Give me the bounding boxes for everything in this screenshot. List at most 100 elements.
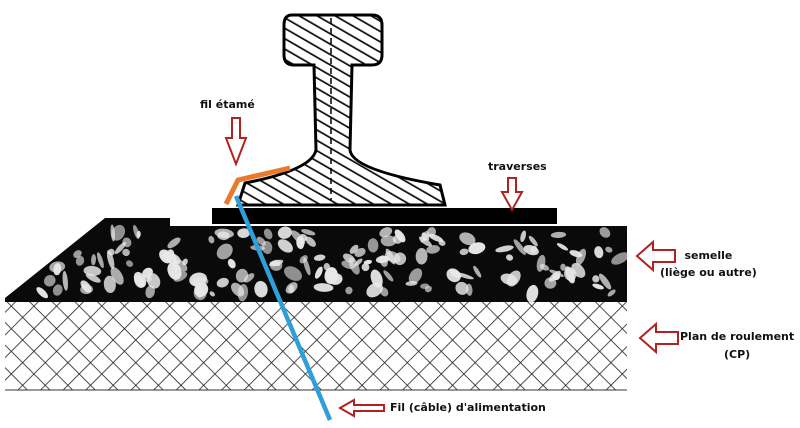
ballast-stone (392, 234, 403, 244)
ballast-stone (91, 254, 97, 266)
ballast-stone (408, 268, 423, 284)
label-sleepers: traverses (488, 160, 547, 173)
ballast-stone (126, 260, 134, 267)
ballast-stone (270, 259, 283, 271)
ballast-stone (592, 283, 604, 290)
ballast-stone (193, 286, 207, 301)
ballast-stone (243, 273, 255, 283)
ballast-stone (237, 283, 249, 302)
tinned-wire (223, 165, 291, 206)
label-feed-wire: Fil (câble) d'alimentation (390, 401, 546, 414)
ballast-stone (528, 235, 538, 247)
ballast-stone (216, 243, 233, 260)
ballast-stone (254, 280, 268, 298)
ballast-stone (592, 275, 600, 283)
ballast-stone (263, 228, 273, 240)
ballast-stone (217, 231, 230, 241)
ballast-stone (520, 230, 527, 243)
ballast-stone (96, 252, 104, 269)
ballast-stone (594, 246, 604, 259)
ballast-stone (314, 266, 323, 279)
ballast-stone (607, 289, 616, 297)
ballast-stone (379, 227, 393, 238)
label-sole: semelle (liège ou autre) (660, 247, 757, 281)
ballast-stone (313, 254, 326, 261)
ballast-stone (172, 253, 178, 274)
ballast-stone (328, 273, 343, 285)
ballast-stone (283, 266, 302, 281)
ballast-stone (599, 227, 611, 238)
ballast-stone (144, 275, 152, 282)
ballast-stone (500, 273, 518, 286)
sleeper-plate (212, 208, 557, 224)
ballast-stone (426, 245, 440, 254)
ballast-stone (415, 248, 428, 265)
ballast-stone (36, 287, 48, 299)
ballast-stone (611, 252, 629, 265)
ballast-stone (110, 224, 116, 242)
ballast-stone (571, 262, 586, 278)
ballast-stone (459, 232, 476, 246)
ballast-stone (345, 286, 353, 295)
ballast-stone (536, 254, 546, 272)
label-tinned-wire: fil étamé (200, 98, 255, 111)
ballast-stone (235, 268, 249, 283)
ballast-stone (301, 229, 316, 236)
ballast-stone (81, 283, 89, 290)
ballast-stone (173, 271, 188, 282)
ballast-stone (420, 283, 430, 289)
ballast-stone (473, 265, 482, 278)
ballast-stone (110, 267, 124, 285)
ballast-stone (361, 263, 370, 272)
ballast-stone (526, 284, 539, 303)
ballast-stone (449, 269, 462, 279)
ballast-stone (296, 236, 305, 250)
ballast-stone (44, 275, 56, 287)
ballast-stone (75, 255, 85, 266)
ballast-stone (106, 250, 115, 269)
ballast-stone (237, 228, 250, 238)
ballast-stone (366, 282, 383, 298)
ballast-stone (73, 250, 82, 258)
ballast-stone (379, 255, 388, 267)
ballast-stone (385, 248, 396, 265)
ballast-stone (208, 235, 215, 244)
ballast-stone (459, 248, 469, 256)
label-sole-line1: semelle (684, 249, 733, 262)
arrow-left-icon (635, 239, 676, 273)
ballast-stone (108, 248, 115, 256)
ballast-stone (550, 231, 567, 238)
ballast-stone (598, 273, 612, 290)
ballast-stone (191, 277, 209, 287)
rail-profile (235, 13, 447, 207)
ballast-stone (133, 271, 147, 288)
ballast-stone (277, 226, 292, 239)
arrow-down-icon (224, 117, 248, 167)
ballast-stone (418, 236, 432, 247)
ballast-stone (380, 235, 397, 247)
ballast-stone (495, 245, 514, 253)
ballast-stone (52, 284, 63, 296)
ballast-stone (393, 252, 407, 266)
ballast-stone (421, 232, 430, 241)
ballast-stone (303, 257, 311, 276)
ballast-stone (568, 274, 576, 283)
ballast-stone (575, 248, 587, 266)
ballast-stone (605, 246, 613, 253)
ballast-stone (513, 239, 526, 255)
ballast-stone (348, 257, 360, 275)
ballast-stone (383, 270, 394, 282)
ballast-stone (556, 243, 569, 251)
ballast-layer (5, 218, 629, 303)
ballast-stone (256, 236, 266, 246)
ballast-stone (277, 239, 293, 253)
ballast-stone (216, 277, 229, 288)
ballast-stone (426, 227, 436, 238)
ballast-stone (62, 270, 68, 291)
ballast-stone (548, 270, 561, 282)
ballast-stone (209, 291, 215, 297)
ballast-stone (103, 275, 116, 294)
ballast-stone (167, 237, 181, 249)
